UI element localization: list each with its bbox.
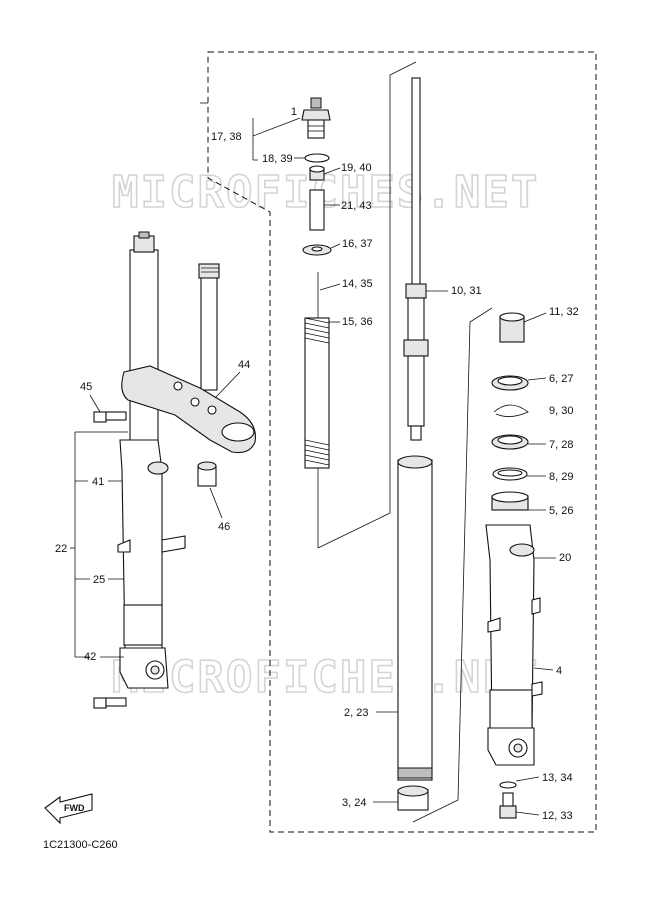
callout-19-40: 19, 40 (341, 162, 372, 174)
clip-9-30 (493, 404, 529, 417)
collar-46 (197, 461, 217, 487)
callout-6-27: 6, 27 (549, 373, 573, 385)
callout-8-29: 8, 29 (549, 471, 573, 483)
callout-20: 20 (559, 552, 571, 564)
inner-tube-2-23 (397, 455, 433, 781)
nut-19-40 (309, 165, 325, 181)
spring-15-36 (304, 317, 330, 469)
outer-tube-4 (485, 524, 543, 766)
washer-16-37 (302, 244, 332, 256)
callout-46: 46 (218, 521, 230, 533)
watermark-bottom: MICROFICHES.NET (112, 652, 539, 703)
callout-1: 1 (291, 106, 297, 118)
callout-7-28: 7, 28 (549, 439, 573, 451)
inner-tube-left (129, 249, 159, 461)
fwd-arrow-icon: FWD (44, 793, 93, 825)
callout-4: 4 (556, 665, 562, 677)
callout-9-30: 9, 30 (549, 405, 573, 417)
stem-thread (198, 263, 220, 279)
washer-13-34 (499, 781, 517, 789)
callout-10-31: 10, 31 (451, 285, 482, 297)
callout-42: 42 (84, 651, 96, 663)
callout-11-32: 11, 32 (549, 306, 579, 318)
callout-45: 45 (80, 381, 92, 393)
callout-3-24: 3, 24 (342, 797, 366, 809)
callout-13-34: 13, 34 (542, 772, 573, 784)
fwd-label: FWD (64, 803, 85, 813)
bushing-8-29 (492, 467, 528, 481)
cap-bolt-17-38 (301, 97, 331, 139)
o-ring-18-39 (304, 153, 330, 163)
washer-7-28 (491, 434, 529, 450)
callout-15-36: 15, 36 (342, 316, 373, 328)
callout-41: 41 (92, 476, 104, 488)
callout-21-43: 21, 43 (341, 200, 372, 212)
bolt-12-33 (499, 792, 517, 819)
complete-fork-assembly (93, 231, 256, 709)
callout-17-38: 17, 38 (211, 131, 242, 143)
dust-seal-11-32 (499, 312, 525, 343)
callout-12-33: 12, 33 (542, 810, 573, 822)
damper-rod-10-31 (403, 77, 429, 441)
assembly-boundary (207, 51, 597, 833)
callout-16-37: 16, 37 (342, 238, 373, 250)
callout-2-23: 2, 23 (344, 707, 368, 719)
spacer-21-43 (309, 189, 325, 231)
diagram-code: 1C21300-C260 (43, 839, 118, 851)
bolt-45 (93, 411, 127, 423)
bushing-5-26 (491, 491, 529, 511)
bushing-3-24 (397, 785, 429, 811)
watermark-top: MICROFICHES.NET (112, 167, 539, 218)
steering-stem (200, 269, 218, 391)
seal-6-27 (491, 375, 529, 391)
callout-18-39: 18, 39 (262, 153, 293, 165)
callout-44: 44 (238, 359, 250, 371)
callout-14-35: 14, 35 (342, 278, 373, 290)
callout-22: 22 (55, 543, 67, 555)
callout-25: 25 (93, 574, 105, 586)
callout-5-26: 5, 26 (549, 505, 573, 517)
bolt-42 (93, 697, 127, 709)
